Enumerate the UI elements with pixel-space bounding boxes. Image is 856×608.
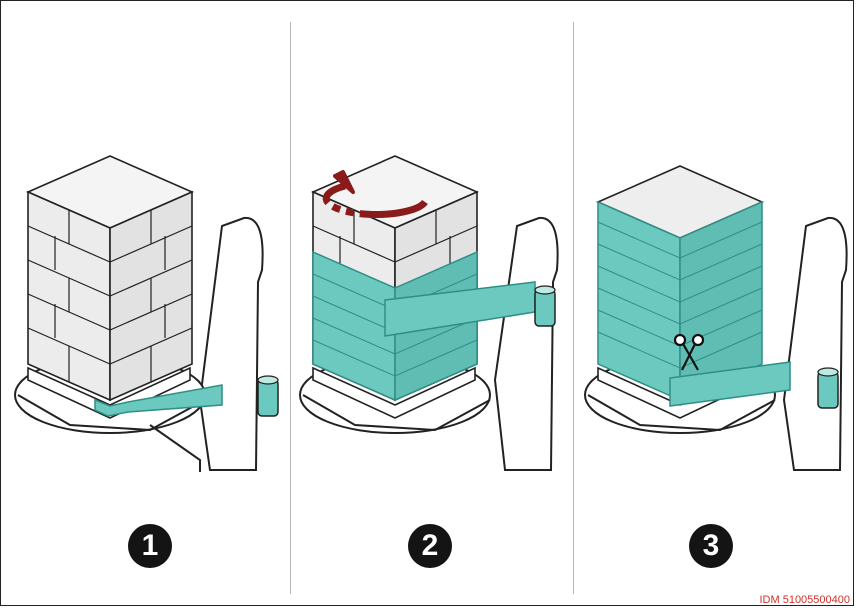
step-number-badge: 2 (408, 524, 452, 568)
step-2-panel: 2 (285, 0, 570, 608)
film-roll-icon (535, 290, 555, 326)
wrapper-machine-illustration (0, 0, 285, 608)
step-number-badge: 3 (689, 524, 733, 568)
document-id: IDM 51005500400 (759, 594, 850, 606)
stretch-film (598, 166, 790, 406)
wrapper-machine-illustration (285, 0, 570, 608)
step-1-panel: 1 (0, 0, 285, 608)
machine-mast (784, 218, 847, 470)
film-roll-icon (258, 380, 278, 416)
step-3-panel: 3 (570, 0, 855, 608)
box-stack (28, 156, 192, 400)
machine-mast (495, 218, 558, 470)
step-number-badge: 1 (128, 524, 172, 568)
film-roll-icon (818, 372, 838, 408)
machine-mast (200, 218, 263, 470)
wrapper-machine-illustration (570, 0, 855, 608)
